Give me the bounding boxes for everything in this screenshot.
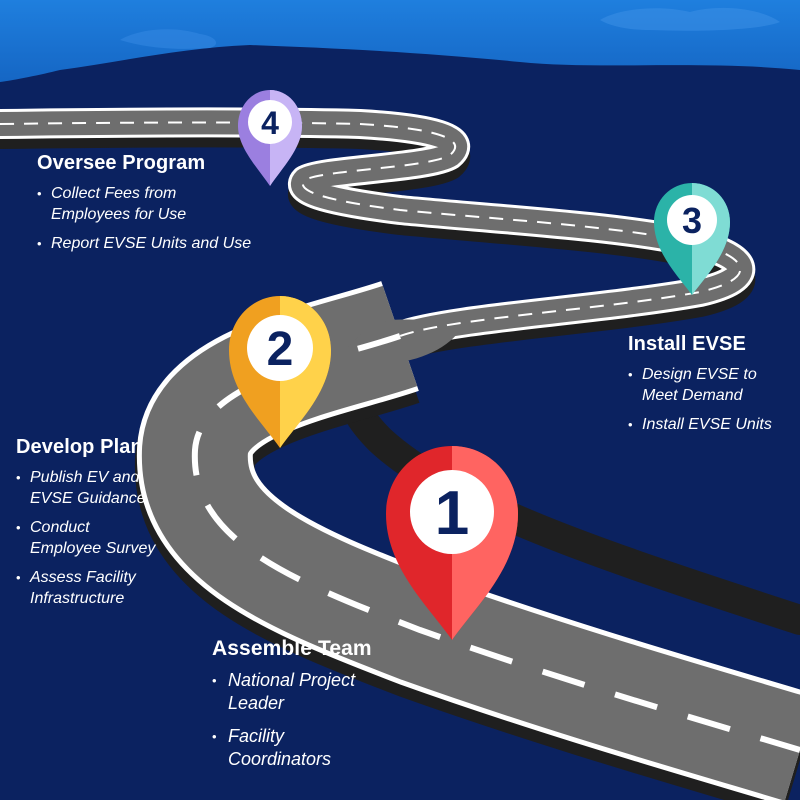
step-title: Install EVSE [628,333,746,355]
road [0,110,752,348]
road-join [340,319,460,365]
marker-4: 4 [238,90,302,186]
cloud-shape [120,29,217,49]
step-title: Assemble Team [212,637,372,660]
step-list: Publish EV and EVSE Guidance Conduct Emp… [16,467,216,609]
step-assemble-team: Assemble Team National Project Leader Fa… [212,637,472,781]
marker-number: 1 [435,479,469,548]
cloud-shape [600,7,780,31]
step-item: Conduct Employee Survey [16,517,216,559]
road-center-line [191,333,800,753]
marker-number: 4 [261,105,279,141]
step-item: Publish EV and EVSE Guidance [16,467,216,509]
step-item: National Project Leader [212,669,472,715]
marker-3: 3 [654,183,730,295]
marker-number: 3 [682,200,702,241]
step-item: Report EVSE Units and Use [37,233,297,254]
step-item: Collect Fees from Employees for Use [37,183,297,225]
step-item: Install EVSE Units [628,414,798,435]
sky [0,0,800,82]
step-oversee-program: Oversee Program Collect Fees from Employ… [37,152,297,262]
step-title: Oversee Program [37,152,206,174]
marker-1: 1 [386,446,518,640]
step-list: Collect Fees from Employees for Use Repo… [37,183,297,254]
step-list: National Project Leader Facility Coordin… [212,669,472,771]
step-title: Develop Plan [16,436,143,458]
marker-2: 2 [229,296,331,448]
marker-number: 2 [267,323,294,376]
step-item: Assess Facility Infrastructure [16,567,216,609]
step-list: Design EVSE to Meet Demand Install EVSE … [628,364,798,435]
step-item: Facility Coordinators [212,725,472,771]
step-develop-plan: Develop Plan Publish EV and EVSE Guidanc… [16,436,216,617]
step-install-evse: Install EVSE Design EVSE to Meet Demand … [628,333,798,443]
step-item: Design EVSE to Meet Demand [628,364,798,406]
